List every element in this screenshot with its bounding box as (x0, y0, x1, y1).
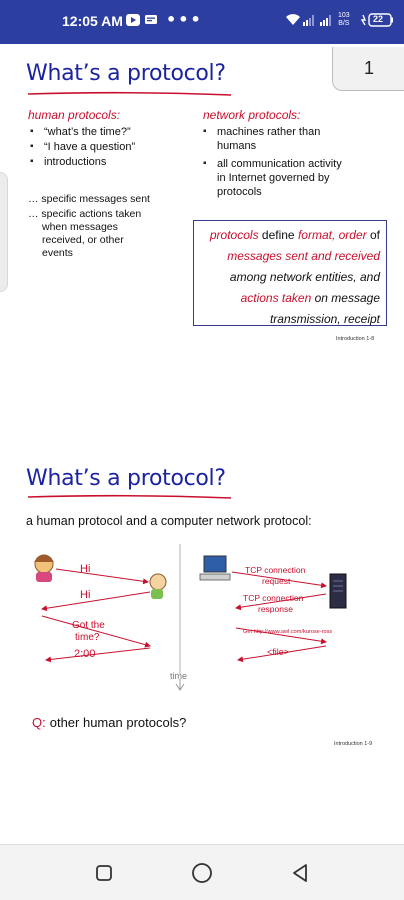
person-left-icon (34, 554, 54, 582)
more-notifications-icon: ••• (166, 10, 203, 29)
file-response: <file> (267, 647, 289, 657)
tcp-response-2: response (258, 604, 293, 614)
signal-icon-1 (303, 15, 314, 26)
protocol-diagram: time Hi Hi Got the ti (0, 534, 404, 694)
document-viewer[interactable]: 1 What’s a protocol? human protocols: “w… (0, 44, 404, 844)
get-request: Get http://www.awl.com/kurose-ross (243, 629, 332, 635)
navigation-bar (0, 844, 404, 900)
network-speed: 103 B/S (338, 12, 350, 27)
back-triangle-icon (293, 864, 307, 882)
slide-2-subtitle: a human protocol and a computer network … (26, 514, 312, 528)
page-number-badge: 1 (332, 47, 404, 91)
list-item: all communication activity in Internet g… (203, 157, 383, 199)
specific-messages-text: … specific messages sent (28, 193, 150, 205)
hi-message-1: Hi (80, 563, 90, 575)
time-label: time (170, 671, 187, 681)
server-icon (329, 573, 347, 609)
question-line: Q:other human protocols? (32, 715, 187, 730)
slide-2-footnote: Introduction 1-9 (334, 741, 373, 747)
back-button[interactable] (286, 859, 314, 887)
list-item: machines rather than humans (203, 125, 383, 153)
human-protocols-list: “what’s the time?” “I have a question” i… (30, 125, 180, 170)
got-time-message-2: time? (75, 632, 100, 643)
wifi-icon (286, 14, 300, 25)
time-arrow-icon (175, 683, 185, 691)
network-protocols-list: machines rather than humans all communic… (203, 125, 383, 200)
signal-icon-2 (320, 15, 331, 26)
list-item: introductions (30, 155, 180, 169)
protocol-diagram-svg: time Hi Hi Got the ti (34, 544, 347, 691)
battery-level: 22 (373, 14, 384, 24)
recent-apps-button[interactable] (90, 859, 118, 887)
square-icon (96, 865, 112, 881)
human-protocols-heading: human protocols: (28, 108, 121, 122)
tcp-request-1: TCP connection (245, 565, 306, 575)
message-icon (145, 15, 157, 24)
slide-1: What’s a protocol? human protocols: “wha… (0, 44, 404, 354)
status-time: 12:05 AM (62, 13, 123, 29)
hi-message-2: Hi (80, 589, 90, 601)
protocol-definition-box: protocols define format, order of messag… (193, 220, 387, 326)
title-underline (27, 91, 232, 96)
specific-actions-text: … specific actions taken when messages r… (28, 208, 142, 259)
two-oclock-message: 2:00 (74, 648, 95, 660)
tcp-request-2: request (262, 576, 291, 586)
home-button[interactable] (188, 859, 216, 887)
slide-1-footnote: Introduction 1-8 (336, 336, 375, 342)
tcp-response-1: TCP connection (243, 593, 304, 603)
got-time-message-1: Got the (72, 620, 105, 631)
title-underline (27, 494, 232, 499)
slide-2-title: What’s a protocol? (26, 466, 226, 491)
list-item: “I have a question” (30, 140, 180, 154)
computer-icon (199, 555, 231, 581)
list-item: “what’s the time?” (30, 125, 180, 139)
person-right-icon (149, 573, 167, 599)
battery-icon (360, 13, 393, 27)
network-protocols-heading: network protocols: (203, 108, 301, 122)
youtube-icon (126, 14, 140, 26)
status-bar: 12:05 AM ••• 103 B/S 22 (0, 0, 404, 44)
slide-1-title: What’s a protocol? (26, 61, 226, 86)
circle-icon (192, 863, 212, 883)
